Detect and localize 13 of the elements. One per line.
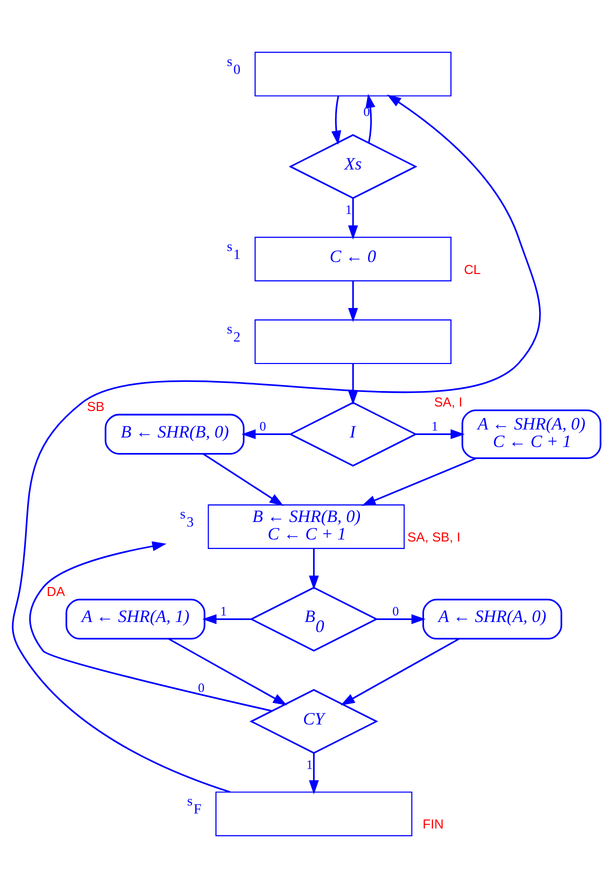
edge-label: 0	[259, 418, 266, 434]
node-label: SB	[87, 398, 104, 414]
node-label: SA, I	[434, 394, 462, 410]
node-label: FIN	[422, 816, 444, 832]
node-label: DA	[46, 584, 65, 599]
node-label: CL	[464, 262, 481, 277]
edge-label: 1	[220, 603, 227, 618]
edge-label: 1	[432, 418, 438, 434]
edge-label: 1	[306, 757, 313, 772]
edge-label: 0	[198, 680, 205, 696]
edge-label: 0	[392, 603, 399, 618]
node-label: SA, SB, I	[407, 529, 460, 544]
edge-label: 1	[345, 202, 352, 218]
